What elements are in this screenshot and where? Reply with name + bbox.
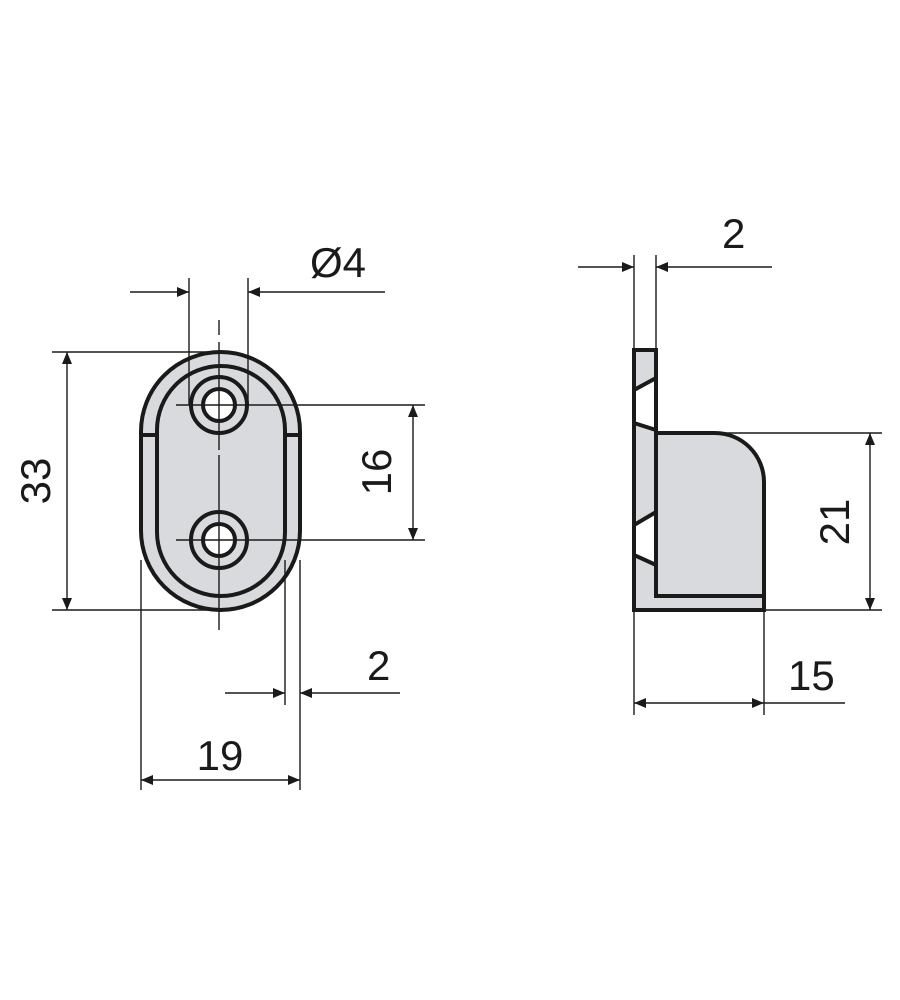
dim-arm-height: 21	[811, 499, 858, 546]
dim-height: 33	[12, 458, 59, 505]
side-view: 2 21 15	[578, 210, 882, 715]
dim-hole-diameter: Ø4	[310, 239, 366, 286]
dim-width: 19	[197, 732, 244, 779]
bracket-inner-outline	[155, 364, 287, 598]
dim-plate-thickness: 2	[722, 210, 745, 257]
front-view: Ø4 33 16 2 19	[12, 239, 425, 790]
dim-depth: 15	[788, 652, 835, 699]
dim-hole-spacing: 16	[353, 449, 400, 496]
dim-wall-thickness: 2	[367, 642, 390, 689]
